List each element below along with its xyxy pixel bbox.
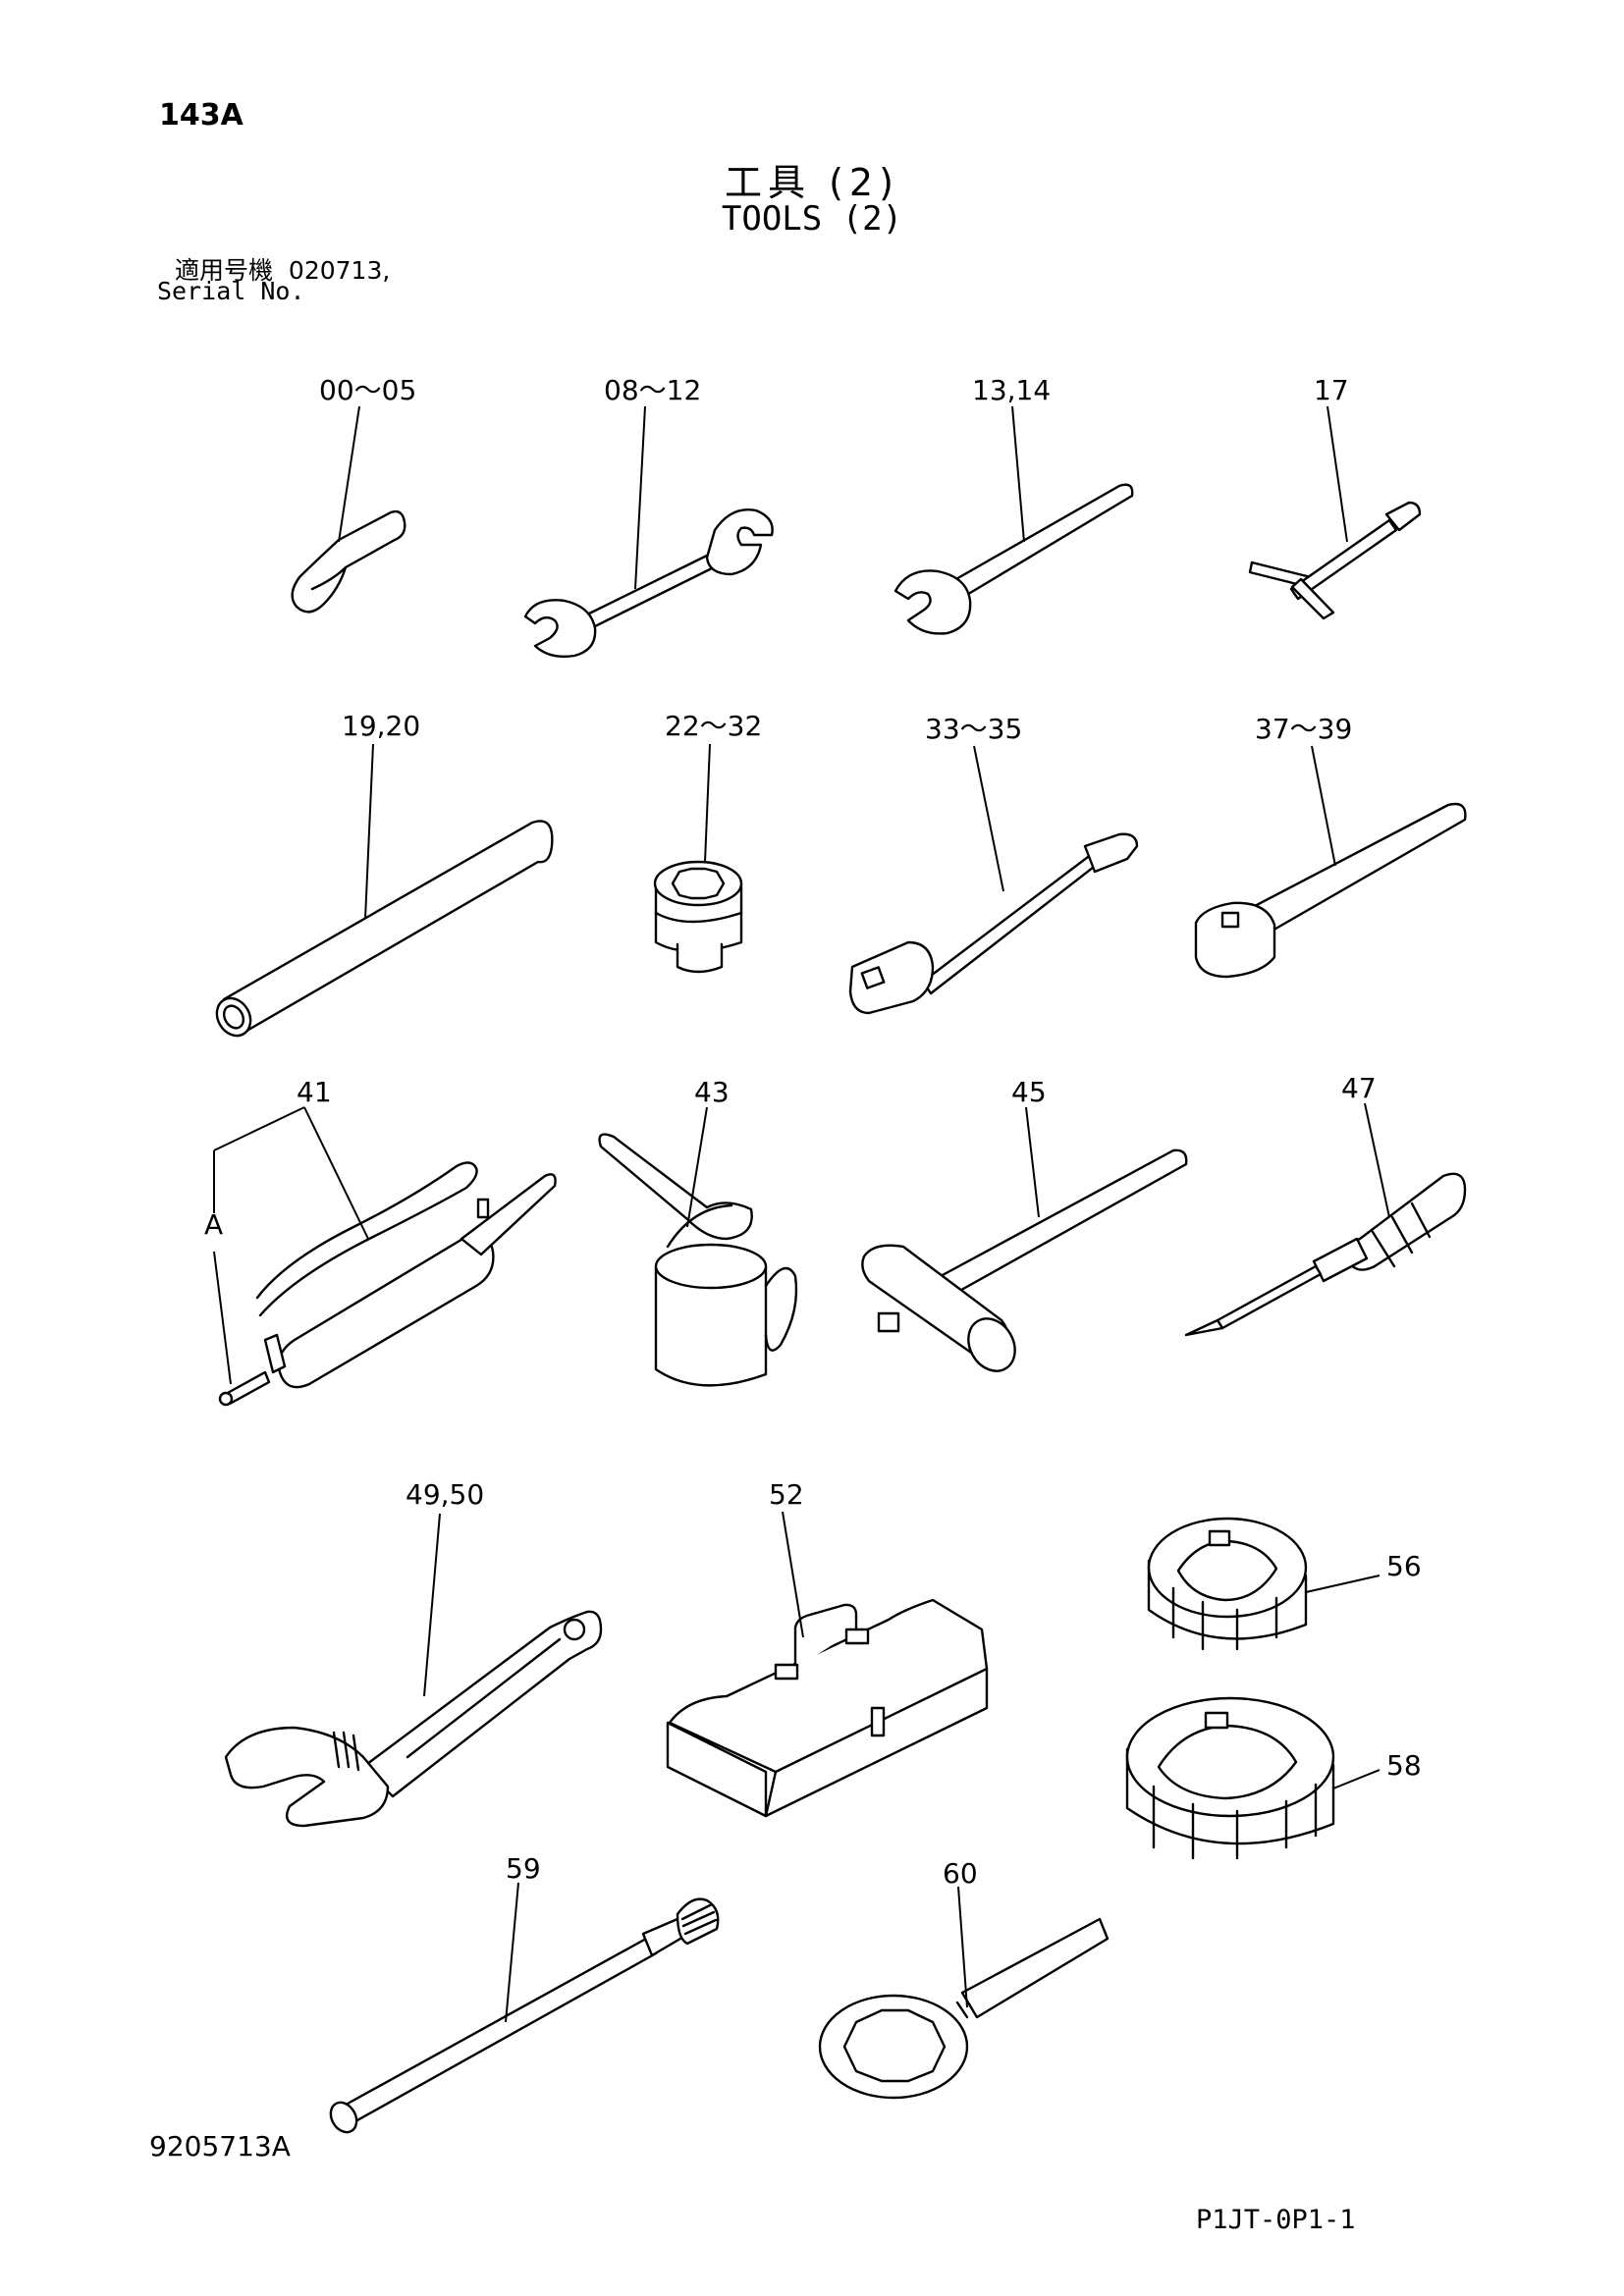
serial-value: 020713,	[288, 256, 391, 285]
drawing-number: 9205713A	[149, 2130, 291, 2163]
leader-41-a-bracket	[213, 1106, 305, 1151]
filter-wrench-large-drawing	[1125, 1696, 1335, 1860]
callout-13-14: 13,14	[972, 374, 1051, 406]
callout-37-39: 37～39	[1255, 713, 1352, 745]
extension-bar-drawing	[215, 820, 554, 1038]
grease-gun-drawing	[218, 1161, 557, 1407]
ring-spanner-drawing	[818, 1917, 1110, 2100]
leader-49-50	[423, 1513, 441, 1697]
single-open-end-wrench-drawing	[893, 483, 1134, 635]
leader-43	[686, 1106, 708, 1228]
leader-17	[1326, 405, 1348, 543]
leader-60	[957, 1886, 968, 2008]
callout-60: 60	[943, 1857, 978, 1890]
callout-41: 41	[297, 1076, 332, 1108]
leader-56	[1305, 1575, 1380, 1593]
callout-58: 58	[1386, 1749, 1422, 1782]
callout-17: 17	[1314, 374, 1349, 406]
leader-45	[1025, 1106, 1040, 1218]
tube-tool-drawing	[329, 1897, 720, 2134]
leader-33-35	[973, 745, 1004, 892]
leader-52	[782, 1511, 804, 1638]
filter-wrench-small-drawing	[1147, 1517, 1308, 1651]
callout-56: 56	[1386, 1550, 1422, 1582]
toolbox-drawing	[666, 1598, 989, 1818]
callout-59: 59	[506, 1852, 541, 1885]
callout-47: 47	[1341, 1072, 1377, 1104]
page-code: P1JT-0P1-1	[1196, 2205, 1356, 2235]
callout-08-12: 08～12	[604, 374, 701, 406]
serial-label-japanese: 適用号機	[175, 256, 274, 285]
oil-can-drawing	[598, 1133, 798, 1387]
callout-52: 52	[769, 1478, 804, 1511]
callout-45: 45	[1011, 1076, 1047, 1108]
callout-a: A	[204, 1208, 223, 1241]
screwdriver-drawing	[1184, 1172, 1467, 1337]
leader-13-14	[1011, 405, 1025, 543]
ratchet-handle-drawing	[1194, 802, 1467, 979]
leader-19-20	[364, 743, 374, 920]
t-handle-socket-wrench-drawing	[1248, 501, 1422, 620]
callout-19-20: 19,20	[342, 710, 420, 742]
page-number: 143A	[159, 98, 244, 133]
callout-43: 43	[694, 1076, 730, 1108]
socket-extension-drawing	[848, 832, 1139, 1015]
leader-00-05	[338, 405, 360, 543]
leader-47	[1364, 1102, 1390, 1218]
adjustable-wrench-drawing	[224, 1610, 603, 1828]
page-title-japanese: 工具 (2)	[725, 161, 899, 204]
serial-line-japanese: 適用号機 020713,	[175, 251, 390, 287]
callout-22-32: 22～32	[665, 710, 762, 742]
hex-key-drawing	[291, 509, 406, 614]
leader-58	[1332, 1769, 1380, 1789]
callout-33-35: 33～35	[925, 713, 1022, 745]
double-open-end-wrench-drawing	[523, 508, 774, 659]
callout-49-50: 49,50	[406, 1478, 484, 1511]
hammer-drawing	[861, 1148, 1188, 1372]
leader-37-39	[1311, 745, 1336, 867]
leader-59	[505, 1882, 519, 2023]
leader-22-32	[704, 743, 711, 863]
callout-00-05: 00～05	[319, 374, 416, 406]
page-title-english: TOOLS (2)	[721, 199, 903, 239]
leader-41	[303, 1106, 369, 1240]
leader-a-to-nozzle	[213, 1251, 232, 1385]
leader-08-12	[634, 405, 646, 590]
socket-drawing	[653, 860, 743, 974]
serial-label-english: Serial No.	[157, 277, 305, 305]
